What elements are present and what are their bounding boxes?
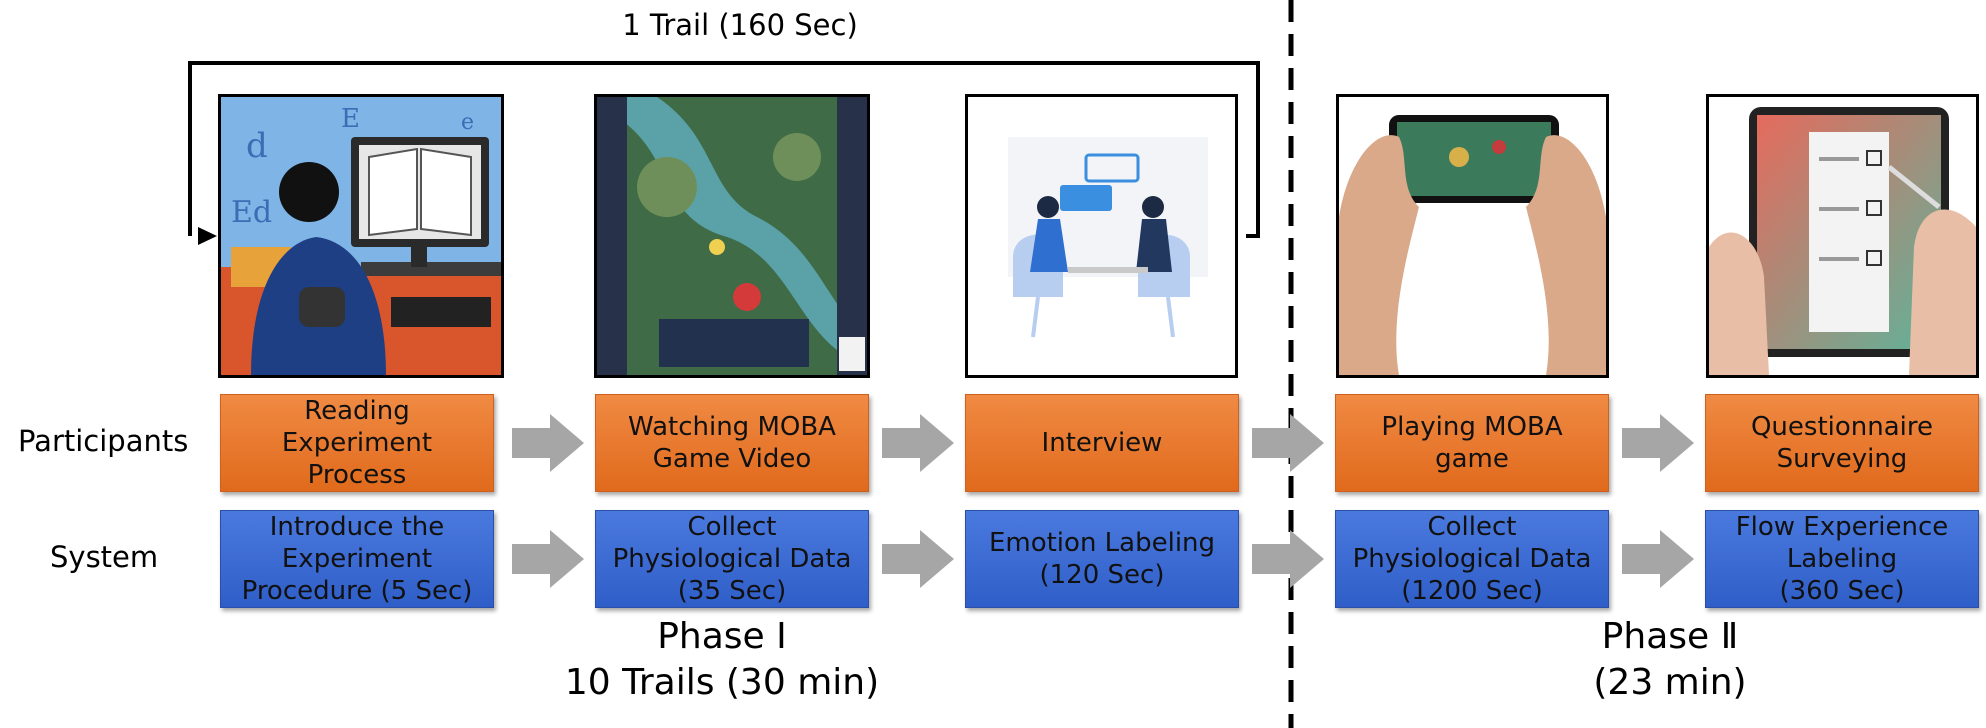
reading-person-icon: d E Ed e [221,97,501,375]
system-step-emotion-labeling: Emotion Labeling (120 Sec) [965,510,1239,608]
phase-1-title: Phase Ⅰ [657,616,787,657]
phase-2-detail: (23 min) [1593,662,1747,703]
phase-1-label: Phase Ⅰ 10 Trails (30 min) [522,614,922,706]
arrow-right-icon [512,414,584,472]
interview-image [965,94,1238,378]
tablet-questionnaire-icon [1709,97,1976,375]
loop-label: 1 Trail (160 Sec) [622,8,858,42]
participant-step-watching: Watching MOBA Game Video [595,394,869,492]
arrow-right-icon [1622,414,1694,472]
phase-divider [1288,0,1294,728]
svg-text:Ed: Ed [231,195,272,230]
svg-text:E: E [341,104,360,134]
svg-text:d: d [246,126,268,166]
moba-video-image [594,94,870,378]
arrow-right-icon [1252,530,1324,588]
system-step-collect-game: Collect Physiological Data (1200 Sec) [1335,510,1609,608]
participant-step-playing: Playing MOBA game [1335,394,1609,492]
questionnaire-image [1706,94,1979,378]
system-step-flow-labeling: Flow Experience Labeling (360 Sec) [1705,510,1979,608]
arrow-right-icon [1252,414,1324,472]
arrow-right-icon [882,530,954,588]
svg-text:e: e [461,110,474,135]
participants-label: Participants [18,424,189,458]
arrow-right-icon [512,530,584,588]
system-label: System [50,540,159,574]
system-step-introduce: Introduce the Experiment Procedure (5 Se… [220,510,494,608]
playing-game-image [1336,94,1609,378]
arrow-right-icon [882,414,954,472]
phase-2-label: Phase Ⅱ (23 min) [1470,614,1870,706]
reading-image: d E Ed e [218,94,504,378]
interview-people-icon [968,97,1235,375]
participant-step-reading: Reading Experiment Process [220,394,494,492]
moba-game-screen-icon [597,97,867,375]
participant-step-interview: Interview [965,394,1239,492]
phase-1-detail: 10 Trails (30 min) [564,662,880,703]
system-step-collect-video: Collect Physiological Data (35 Sec) [595,510,869,608]
arrow-right-icon [1622,530,1694,588]
phase-2-title: Phase Ⅱ [1601,616,1739,657]
phone-gaming-hands-icon [1339,97,1606,375]
trial-loop-connector [188,61,1260,245]
participant-step-questionnaire: Questionnaire Surveying [1705,394,1979,492]
